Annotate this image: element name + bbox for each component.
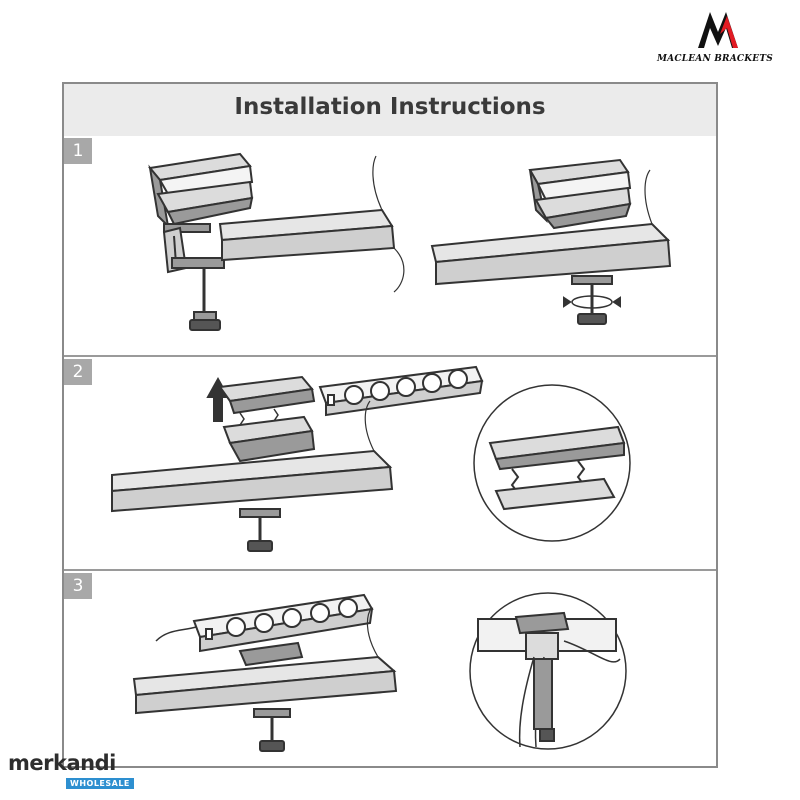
maclean-m-logo-icon <box>698 12 738 48</box>
instruction-sheet: Installation Instructions 1 <box>62 82 718 768</box>
step-3-illustration <box>132 592 627 752</box>
step-3-panel: 3 <box>64 569 716 768</box>
power-strip-mounted <box>192 593 374 667</box>
clamp-bracket-mounted <box>528 158 632 230</box>
step-1-panel: 1 <box>64 136 716 353</box>
desk-board-mounted <box>430 169 672 325</box>
lift-arrow-icon <box>206 376 230 422</box>
desk-board <box>218 155 405 293</box>
page-title: Installation Instructions <box>234 94 546 120</box>
step-2-badge: 2 <box>64 359 92 385</box>
clamp-bracket-open <box>148 152 254 331</box>
desk-board <box>111 400 394 552</box>
step-2-illustration <box>111 365 631 552</box>
power-cord <box>155 626 197 642</box>
clamp-bracket-spring <box>218 375 316 463</box>
step-1-badge: 1 <box>64 138 92 164</box>
title-bar: Installation Instructions <box>64 84 716 136</box>
desk-board <box>132 606 398 752</box>
maclean-brackets-logo: MACLEAN BRACKETS <box>632 6 798 66</box>
step-1-illustration <box>148 152 672 331</box>
brand-name: MACLEAN BRACKETS <box>657 54 773 64</box>
merkandi-name: merkandi <box>8 751 116 775</box>
detail-zoom-circle <box>469 592 627 750</box>
power-strip <box>318 365 484 417</box>
detail-zoom-circle <box>473 384 631 542</box>
merkandi-watermark: merkandi WHOLESALE <box>8 750 138 794</box>
wholesale-badge: WHOLESALE <box>66 778 134 789</box>
step-2-panel: 2 <box>64 355 716 569</box>
step-3-badge: 3 <box>64 573 92 599</box>
